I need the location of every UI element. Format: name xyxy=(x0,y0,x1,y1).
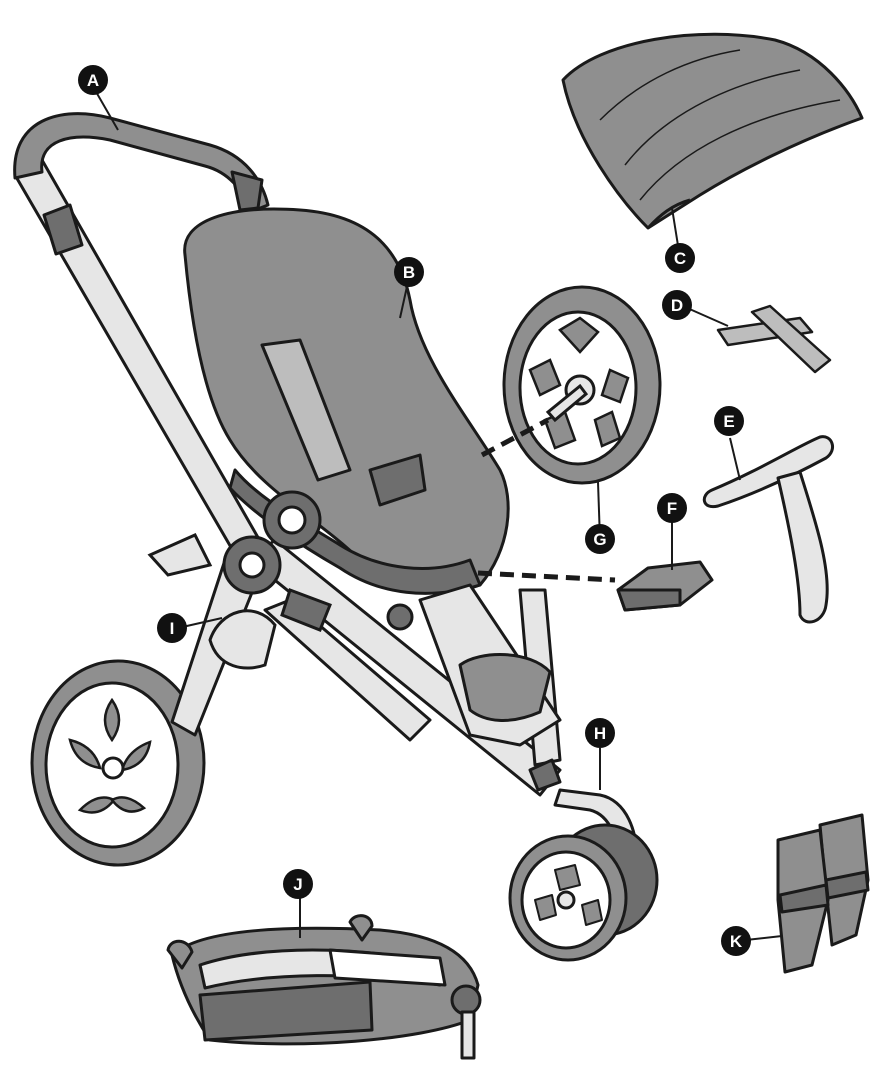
label-f: F xyxy=(657,493,687,523)
svg-text:F: F xyxy=(667,499,677,518)
label-b: B xyxy=(394,257,424,287)
bracket-strips xyxy=(716,304,832,374)
svg-text:J: J xyxy=(293,875,302,894)
label-e: E xyxy=(714,406,744,436)
car-seat-adapters xyxy=(776,813,870,974)
svg-text:K: K xyxy=(730,932,743,951)
seat-unit xyxy=(183,207,510,595)
label-i: I xyxy=(157,613,187,643)
label-d: D xyxy=(662,290,692,320)
front-wheel-spare xyxy=(502,285,662,485)
label-h: H xyxy=(585,718,615,748)
svg-text:I: I xyxy=(170,619,175,638)
rear-wheel xyxy=(30,659,206,867)
seat-adapter xyxy=(616,560,714,612)
svg-text:D: D xyxy=(671,296,683,315)
label-g: G xyxy=(585,524,615,554)
frame-hub xyxy=(147,533,414,670)
shopping-basket xyxy=(166,914,482,1060)
canopy xyxy=(561,32,864,230)
svg-text:G: G xyxy=(593,530,606,549)
front-wheel-assembly xyxy=(508,758,659,962)
svg-text:B: B xyxy=(403,263,415,282)
footrest xyxy=(418,583,562,747)
svg-text:E: E xyxy=(723,412,734,431)
bumper-bar xyxy=(702,435,835,624)
svg-text:H: H xyxy=(594,724,606,743)
connection-lines xyxy=(477,417,616,583)
svg-text:C: C xyxy=(674,249,686,268)
label-j: J xyxy=(283,869,313,899)
label-a: A xyxy=(78,65,108,95)
label-c: C xyxy=(665,243,695,273)
label-k: K xyxy=(721,926,751,956)
svg-text:A: A xyxy=(87,71,99,90)
